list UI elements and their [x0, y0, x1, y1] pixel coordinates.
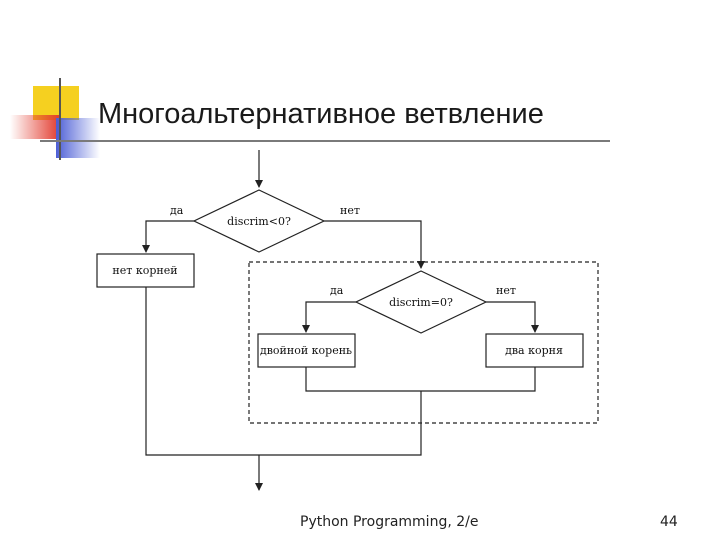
- decision-1-diamond: [192, 189, 326, 253]
- decorative-logo: [10, 78, 100, 160]
- decision-2-condition: discrim=0?: [389, 296, 453, 309]
- outer-merge-line: [259, 391, 422, 456]
- decision-2-no-arrow: [486, 301, 539, 333]
- slide-title: Многоальтернативное ветвление: [98, 98, 544, 130]
- nested-decision-group: [248, 261, 599, 424]
- decision-2-no-label: нет: [496, 284, 516, 297]
- process-no-roots-box: [96, 253, 195, 288]
- process-two-roots-label: два корня: [505, 344, 563, 357]
- deco-red-square: [10, 115, 60, 139]
- title-underline: [40, 140, 610, 142]
- process-double-root-label: двойной корень: [260, 344, 352, 357]
- decision-1-yes-label: да: [170, 204, 184, 217]
- inner-merge-line: [305, 367, 536, 392]
- deco-blue-square: [56, 118, 100, 158]
- decision-1-no-label: нет: [340, 204, 360, 217]
- decision-2-yes-arrow: [302, 301, 356, 333]
- decision-2-diamond: [354, 270, 488, 334]
- page-number: 44: [660, 514, 678, 530]
- decision-1-no-arrow: [324, 220, 425, 269]
- process-two-roots-box: [485, 333, 584, 368]
- decision-1-condition: discrim<0?: [227, 215, 291, 228]
- decision-1-yes-arrow: [142, 220, 194, 253]
- footer-text: Python Programming, 2/e: [300, 514, 479, 530]
- process-no-roots-label: нет корней: [112, 264, 177, 277]
- process-double-root-box: [257, 333, 356, 368]
- deco-yellow-square: [33, 86, 79, 120]
- decision-2-yes-label: да: [330, 284, 344, 297]
- no-roots-return-line: [145, 287, 259, 456]
